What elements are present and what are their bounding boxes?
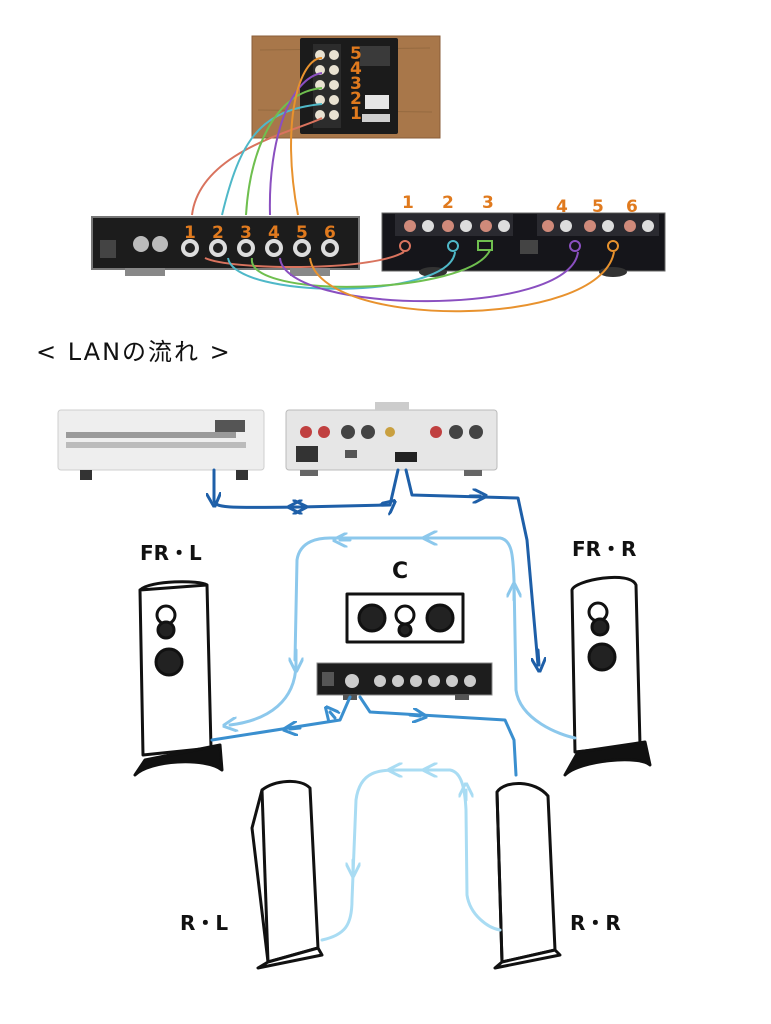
channel-number: 5	[592, 197, 604, 217]
lan-line-rear-loop	[320, 768, 502, 942]
terminal-posts	[315, 50, 339, 120]
label-center: C	[392, 559, 408, 584]
label-rear-right: R・R	[570, 911, 621, 935]
lan-line-to-fr-r	[404, 468, 540, 667]
channel-number: 3	[240, 223, 252, 243]
lan-line-arc	[293, 536, 577, 740]
preamp-rear-panel	[91, 216, 360, 276]
label-rear-left: R・L	[180, 911, 228, 935]
power-amp-rear-panel	[381, 212, 666, 277]
channel-number: 4	[556, 197, 568, 217]
terminal-number: 2	[350, 89, 362, 109]
wire-2	[221, 103, 323, 216]
wire-4	[268, 72, 323, 216]
top-wires	[191, 57, 323, 216]
power-amp-channel-numbers: 1 2 3 4 5 6	[402, 193, 638, 217]
terminal-number: 4	[350, 59, 362, 79]
section-title: < LANの流れ >	[36, 338, 232, 366]
network-player-rear	[285, 402, 498, 476]
terminal-number-labels: 5 4 3 2 1	[350, 44, 362, 124]
center-speaker	[345, 592, 465, 644]
turntable	[57, 409, 265, 480]
front-right-speaker	[563, 575, 652, 777]
lan-flow-lines	[212, 468, 577, 942]
label-front-right: FR・R	[572, 537, 636, 561]
preamp-channel-numbers: 1 2 3 4 5 6	[184, 223, 336, 243]
front-left-speaker	[133, 580, 224, 777]
lan-line-to-rear	[358, 695, 518, 777]
rear-left-speaker	[250, 780, 324, 970]
av-processor	[316, 662, 493, 700]
terminal-number: 5	[350, 44, 362, 64]
channel-number: 5	[296, 223, 308, 243]
wire-1	[191, 117, 323, 216]
interconnect-cables	[204, 249, 615, 313]
channel-number: 2	[212, 223, 224, 243]
channel-number: 2	[442, 193, 454, 213]
wire-5	[290, 57, 323, 216]
label-front-left: FR・L	[140, 541, 202, 565]
terminal-number: 1	[350, 104, 362, 124]
channel-number: 6	[324, 223, 336, 243]
channel-number: 6	[626, 197, 638, 217]
channel-number: 1	[402, 193, 414, 213]
rear-right-speaker	[493, 781, 562, 970]
terminal-number: 3	[350, 74, 362, 94]
speaker-terminal-photo	[251, 35, 441, 139]
wire-3	[245, 87, 323, 216]
channel-number: 3	[482, 193, 494, 213]
channel-number: 1	[184, 223, 196, 243]
channel-number: 4	[268, 223, 280, 243]
